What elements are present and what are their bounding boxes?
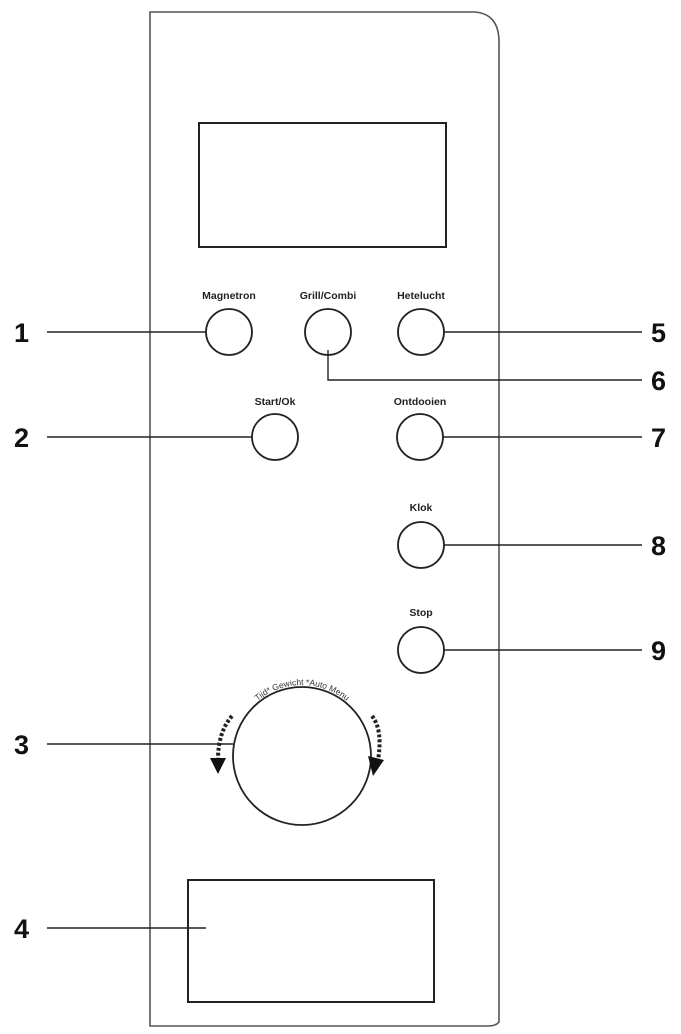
label-klok: Klok [410,502,433,514]
callout-line-6 [327,350,642,381]
klok-button[interactable] [397,521,445,569]
callout-number-2: 2 [14,423,29,453]
ontdooien-button[interactable] [396,413,444,461]
label-hetelucht: Hetelucht [397,290,445,302]
callout-number-3: 3 [14,730,29,760]
label-start-ok: Start/Ok [255,396,296,408]
display-window [198,122,447,248]
start-ok-button[interactable] [251,413,299,461]
callout-number-9: 9 [651,636,666,666]
door-release-button[interactable] [187,879,435,1003]
hetelucht-button[interactable] [397,308,445,356]
callout-number-5: 5 [651,318,666,348]
magnetron-button[interactable] [205,308,253,356]
panel-outline [149,11,500,1027]
label-magnetron: Magnetron [202,290,256,302]
callout-number-8: 8 [651,531,666,561]
label-stop: Stop [409,607,432,619]
callout-number-1: 1 [14,318,29,348]
dial-arrow-left-icon [210,714,234,774]
callout-lines [47,331,642,929]
grill-combi-button[interactable] [304,308,352,356]
dial-arrow-right-icon [368,714,384,776]
label-ontdooien: Ontdooien [394,396,447,408]
control-dial[interactable] [232,686,372,826]
stop-button[interactable] [397,626,445,674]
callout-number-6: 6 [651,366,666,396]
callout-number-7: 7 [651,423,666,453]
label-grill-combi: Grill/Combi [300,290,357,302]
callout-number-4: 4 [14,914,29,944]
